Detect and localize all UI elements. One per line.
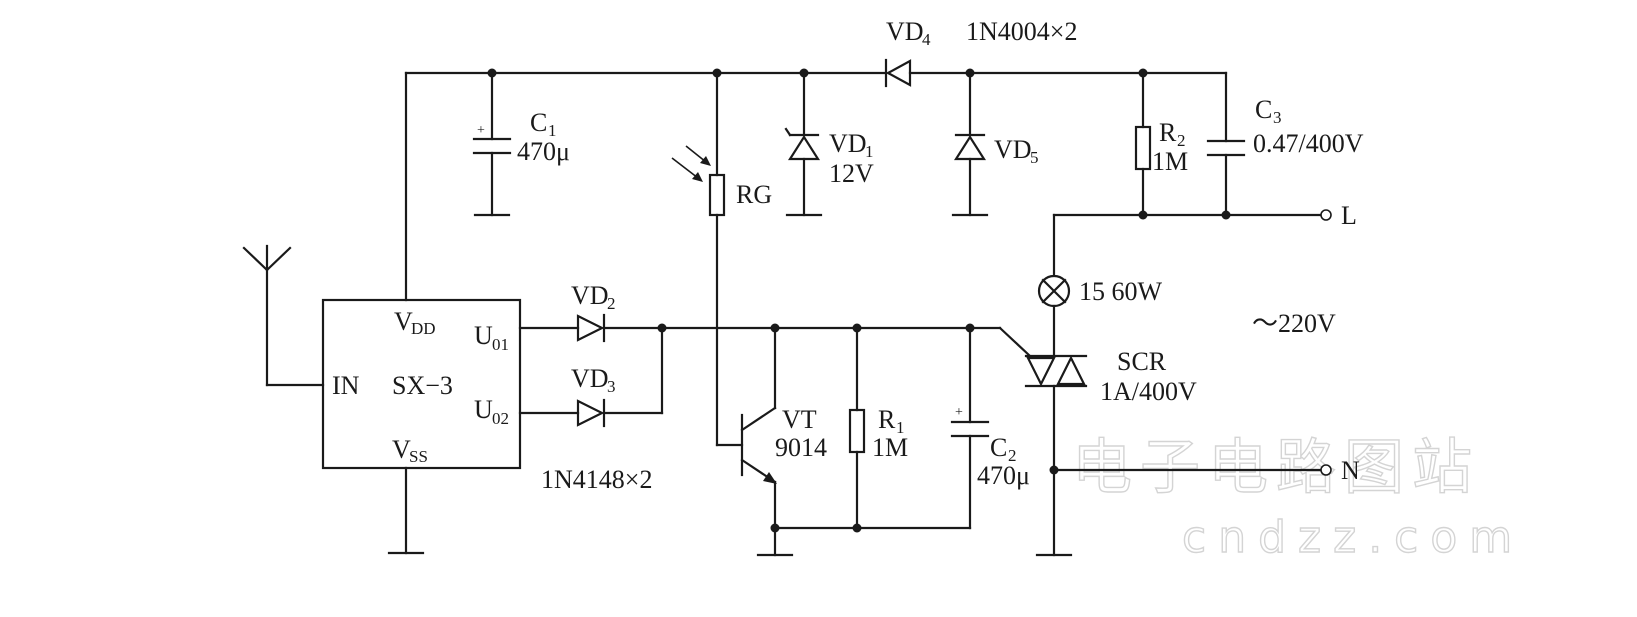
svg-text:01: 01 — [492, 335, 509, 354]
lamp-icon — [1037, 274, 1071, 357]
vd4-label: VD 4 — [886, 17, 931, 49]
vd23-type: 1N4148×2 — [541, 465, 652, 494]
chip-name: SX−3 — [392, 371, 453, 400]
rg-label: RG — [736, 180, 772, 209]
svg-text:5: 5 — [1030, 148, 1039, 167]
c1-plus: + — [477, 123, 485, 138]
svg-text:C: C — [1255, 95, 1272, 124]
capacitor-c2: + C 2 470μ — [950, 326, 1030, 530]
sx3-chip: SX−3 IN V DD V SS U 01 U 02 — [321, 298, 522, 555]
svg-text:2: 2 — [1008, 446, 1017, 465]
c3-value: 0.47/400V — [1253, 129, 1364, 158]
svg-text:1: 1 — [548, 121, 557, 140]
vd5-label: VD 5 — [994, 135, 1039, 167]
svg-text:U: U — [474, 395, 493, 424]
line-l-wiring — [1052, 210, 1322, 277]
c2-value: 470μ — [977, 461, 1030, 490]
scr-value: 1A/400V — [1100, 377, 1197, 406]
svg-text:SS: SS — [409, 447, 428, 466]
terminal-n-label: N — [1341, 456, 1360, 485]
chip-pin-u01: U 01 — [474, 321, 509, 354]
chip-pin-vdd: V DD — [394, 307, 436, 338]
diode-vd2: VD 2 — [518, 281, 1002, 343]
terminal-l[interactable] — [1320, 209, 1332, 221]
r1-label: R 1 — [878, 405, 905, 437]
diode-vd4: VD 4 1N4004×2 — [884, 17, 1077, 88]
svg-text:VD: VD — [571, 364, 609, 393]
svg-text:VD: VD — [829, 129, 867, 158]
svg-text:1: 1 — [865, 142, 874, 161]
vd2-label: VD 2 — [571, 281, 616, 313]
diode-vd3: VD 3 — [518, 326, 664, 428]
svg-text:R: R — [1159, 118, 1177, 147]
chip-pin-vss: V SS — [392, 435, 428, 466]
light-arrows-icon — [671, 145, 711, 182]
svg-text:3: 3 — [1273, 108, 1282, 127]
svg-text:V: V — [394, 307, 413, 336]
svg-text:4: 4 — [922, 30, 931, 49]
c1-label: C 1 — [530, 108, 557, 140]
c2-label: C 2 — [990, 433, 1017, 465]
r1-value: 1M — [872, 433, 908, 462]
zener-vd1: VD 1 12V — [784, 71, 874, 217]
svg-text:V: V — [392, 435, 411, 464]
svg-text:U: U — [474, 321, 493, 350]
svg-text:DD: DD — [411, 319, 436, 338]
vd1-label: VD 1 — [829, 129, 874, 161]
photoresistor-rg: RG — [671, 71, 772, 447]
terminal-l-label: L — [1341, 201, 1357, 230]
top-rail — [404, 68, 1228, 302]
resistor-r2: R 2 1M — [1134, 71, 1188, 217]
chip-pin-in: IN — [332, 371, 360, 400]
svg-text:VD: VD — [994, 135, 1032, 164]
watermark-url: cndzz.com — [1182, 512, 1524, 563]
diode-vd5: VD 5 — [951, 71, 1039, 217]
chip-pin-u02: U 02 — [474, 395, 509, 428]
vd1-value: 12V — [829, 159, 874, 188]
vt-label: VT — [782, 405, 817, 434]
transistor-vt — [740, 326, 794, 557]
antenna-icon — [242, 244, 325, 387]
svg-text:VD: VD — [886, 17, 924, 46]
watermark-cn: 电子电路图站 — [1072, 433, 1480, 503]
triac-scr — [998, 326, 1322, 557]
r2-label: R 2 — [1159, 118, 1186, 150]
vd45-type: 1N4004×2 — [966, 17, 1077, 46]
svg-text:02: 02 — [492, 409, 509, 428]
svg-text:2: 2 — [1177, 131, 1186, 150]
svg-text:C: C — [990, 433, 1007, 462]
terminal-n[interactable] — [1320, 464, 1332, 476]
mains-voltage: ～220V — [1252, 309, 1336, 338]
svg-text:2: 2 — [607, 294, 616, 313]
resistor-r1: R 1 1M — [848, 326, 908, 533]
capacitor-c3: C 3 0.47/400V — [1206, 71, 1364, 217]
vd3-label: VD 3 — [571, 364, 616, 396]
r2-value: 1M — [1152, 147, 1188, 176]
svg-text:3: 3 — [607, 377, 616, 396]
svg-text:R: R — [878, 405, 896, 434]
scr-label: SCR — [1117, 347, 1167, 376]
svg-text:VD: VD — [571, 281, 609, 310]
vt-value: 9014 — [775, 433, 827, 462]
capacitor-c1: + C 1 470μ — [472, 71, 570, 217]
lamp-value: 15 60W — [1079, 277, 1163, 306]
svg-text:1: 1 — [896, 418, 905, 437]
svg-text:C: C — [530, 108, 547, 137]
c2-plus: + — [955, 405, 963, 420]
c1-value: 470μ — [517, 137, 570, 166]
c3-label: C 3 — [1255, 95, 1282, 127]
